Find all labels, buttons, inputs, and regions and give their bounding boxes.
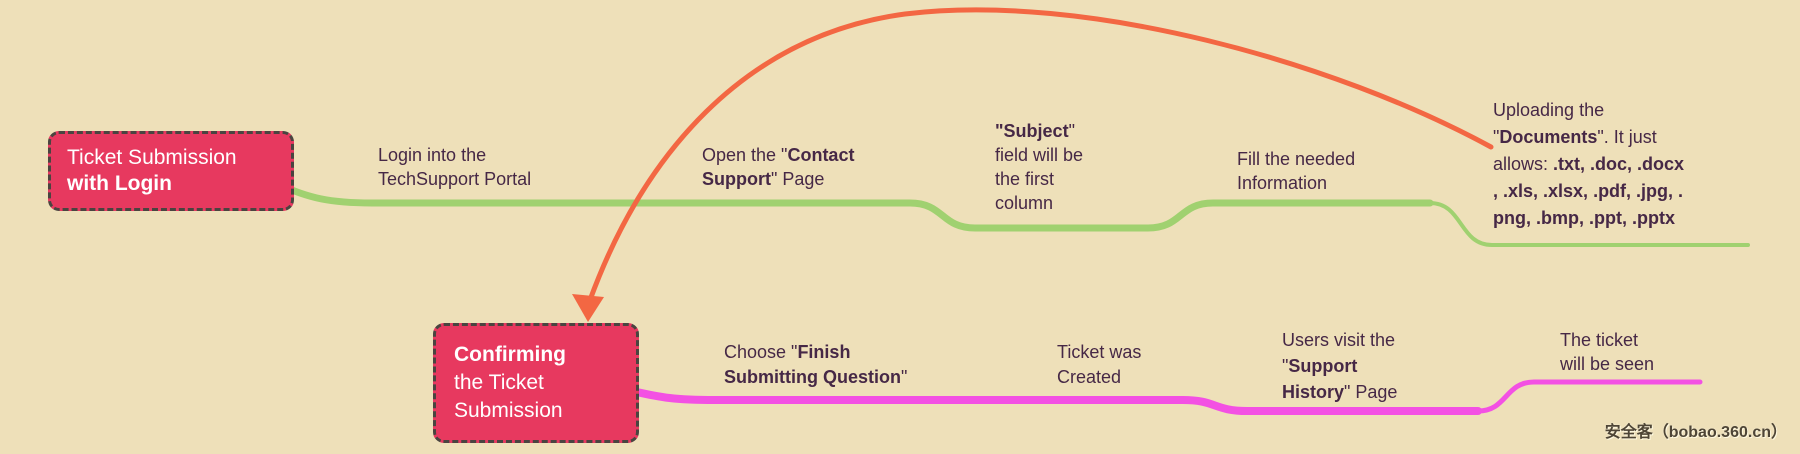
text-line: "Documents". It just xyxy=(1493,127,1657,147)
branch-line-top-leaf xyxy=(1428,201,1750,247)
text-line: Fill the needed xyxy=(1237,149,1356,169)
text-line: Ticket was xyxy=(1057,342,1142,362)
text-line: Information xyxy=(1237,173,1328,193)
text-line: Submission xyxy=(454,399,563,422)
text-line: , .xls, .xlsx, .pdf, .jpg, . xyxy=(1493,181,1684,201)
branch-line-top xyxy=(274,180,1434,232)
text-line: Users visit the xyxy=(1282,330,1396,350)
text-line: "Support xyxy=(1282,356,1358,376)
node-ticket-will-be-seen[interactable]: The ticket will be seen xyxy=(1560,328,1730,376)
cross-link-arrowhead-icon xyxy=(572,294,604,322)
text-line: the first xyxy=(995,169,1055,189)
branch-line-bottom-leaf xyxy=(1475,379,1703,414)
cross-link-arrow xyxy=(587,7,1494,303)
branch-line-bottom xyxy=(624,386,1482,415)
text-line: column xyxy=(995,193,1054,213)
text-line: Choose "Finish xyxy=(724,342,851,362)
text-line: png, .bmp, .ppt, .pptx xyxy=(1493,208,1675,228)
text-line: Support" Page xyxy=(702,169,825,189)
text-line: will be seen xyxy=(1560,354,1655,374)
text-line: Open the "Contact xyxy=(702,145,855,165)
text-line: The ticket xyxy=(1560,330,1639,350)
text-line: "Subject" xyxy=(995,121,1075,141)
text-line: with Login xyxy=(67,172,172,195)
text-line: Uploading the xyxy=(1493,100,1605,120)
text-line: TechSupport Portal xyxy=(378,169,532,189)
text-line: Login into the xyxy=(378,145,487,165)
node-uploading-documents[interactable]: Uploading the "Documents". It just allows:… xyxy=(1493,97,1753,232)
watermark: 安全客（bobao.360.cn） xyxy=(1604,424,1787,441)
text-line: History" Page xyxy=(1282,382,1398,402)
text-line: the Ticket xyxy=(454,371,544,394)
text-line: Created xyxy=(1057,367,1122,387)
text-line: allows: .txt, .doc, .docx xyxy=(1493,154,1685,174)
topic-ticket-submission-with-login[interactable]: Ticket Submission with Login xyxy=(48,131,294,211)
text-line: Confirming xyxy=(454,343,566,366)
text-line: field will be xyxy=(995,145,1084,165)
text-line: Ticket Submission xyxy=(67,146,237,169)
text-line: Submitting Question" xyxy=(724,367,908,387)
node-subject-field[interactable]: "Subject" field will be the first column xyxy=(995,119,1145,215)
